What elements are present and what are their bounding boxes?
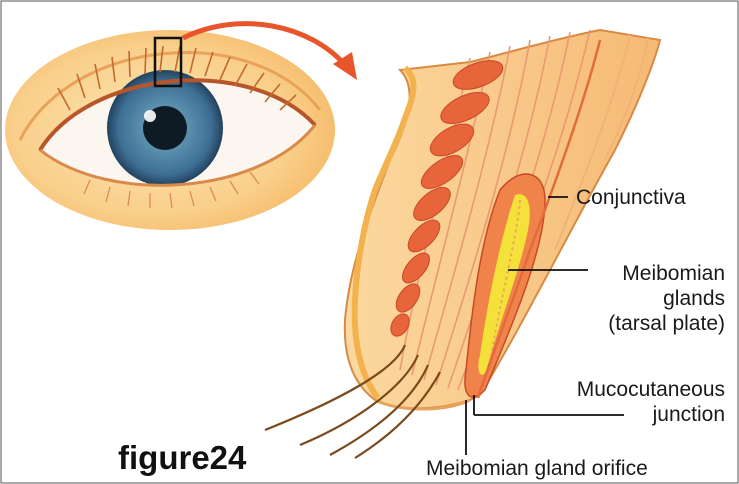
label-meibomian-line-3: (tarsal plate) — [608, 312, 725, 336]
label-mucocutaneous-line-2: junction — [653, 403, 725, 427]
label-meibomian-line-2: glands — [663, 287, 725, 311]
pupil-highlight — [144, 110, 156, 122]
label-meibomian-gland-orifice: Meibomian gland orifice — [426, 457, 648, 481]
label-meibomian-line-1: Meibomian — [622, 262, 725, 286]
label-mucocutaneous-line-1: Mucocutaneous — [577, 378, 725, 402]
figure-caption: figure24 — [118, 440, 246, 476]
eye-drawing — [5, 24, 357, 230]
label-conjunctiva: Conjunctiva — [576, 186, 686, 210]
